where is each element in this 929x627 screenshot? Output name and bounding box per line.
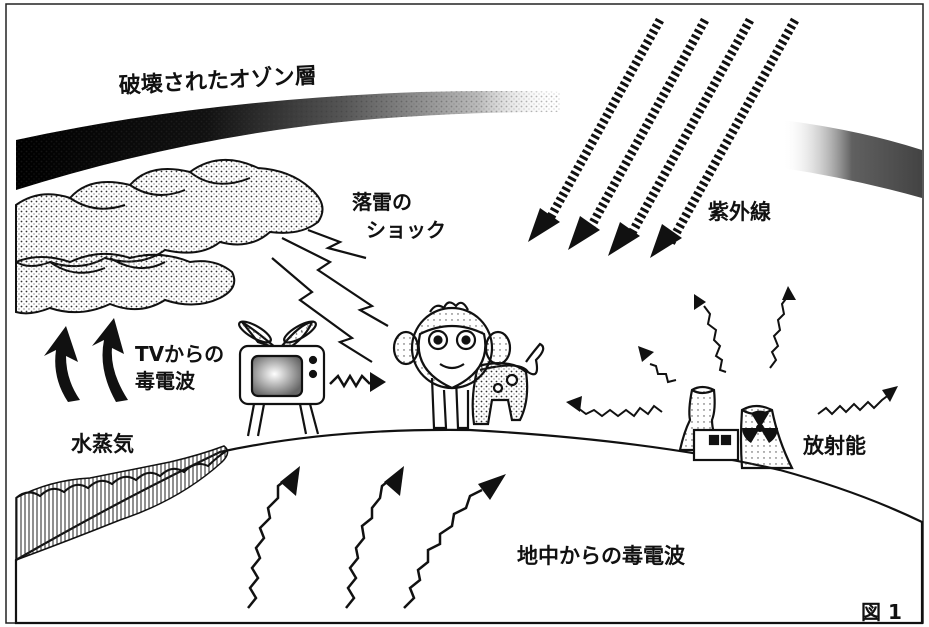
water-vapor-arrow-icon [44,318,128,402]
tv-wave-arrow-icon [329,372,386,392]
earth-ground-surface [14,428,924,625]
radiation-label: 放射能 [803,434,866,458]
radiation-arrow-icon [577,295,891,418]
television-icon [238,320,326,437]
ozone-layer-band [16,91,560,190]
ground-wave-arrowhead-icon [280,466,506,500]
monkey-dog-icon [392,301,545,430]
cloud-icon [15,158,324,315]
uv-ray-arrow-icon [528,17,799,258]
lightning-bolt-icon [271,228,389,363]
ozone-layer-fragment [782,120,922,198]
water-vapor-label: 水蒸気 [71,432,134,456]
tv-wave-label: TVからの 毒電波 [135,341,224,395]
nuclear-plant-icon [678,385,794,470]
lightning-label-line2: ショック [366,218,446,242]
ground-wave-label: 地中からの毒電波 [517,544,685,568]
figure-number-label: 図 1 [861,600,902,624]
lightning-label-line1: 落雷の [352,190,412,214]
ground-wave-arrow-icon [247,477,483,609]
radiation-arrowhead-icon [566,286,898,412]
uv-label: 紫外線 [708,200,771,224]
radiation-symbol-icon [742,410,778,443]
lightning-label: 落雷の ショック [352,188,446,244]
tv-wave-label-line1: TVからの [135,342,225,366]
tv-wave-label-line2: 毒電波 [135,369,195,393]
